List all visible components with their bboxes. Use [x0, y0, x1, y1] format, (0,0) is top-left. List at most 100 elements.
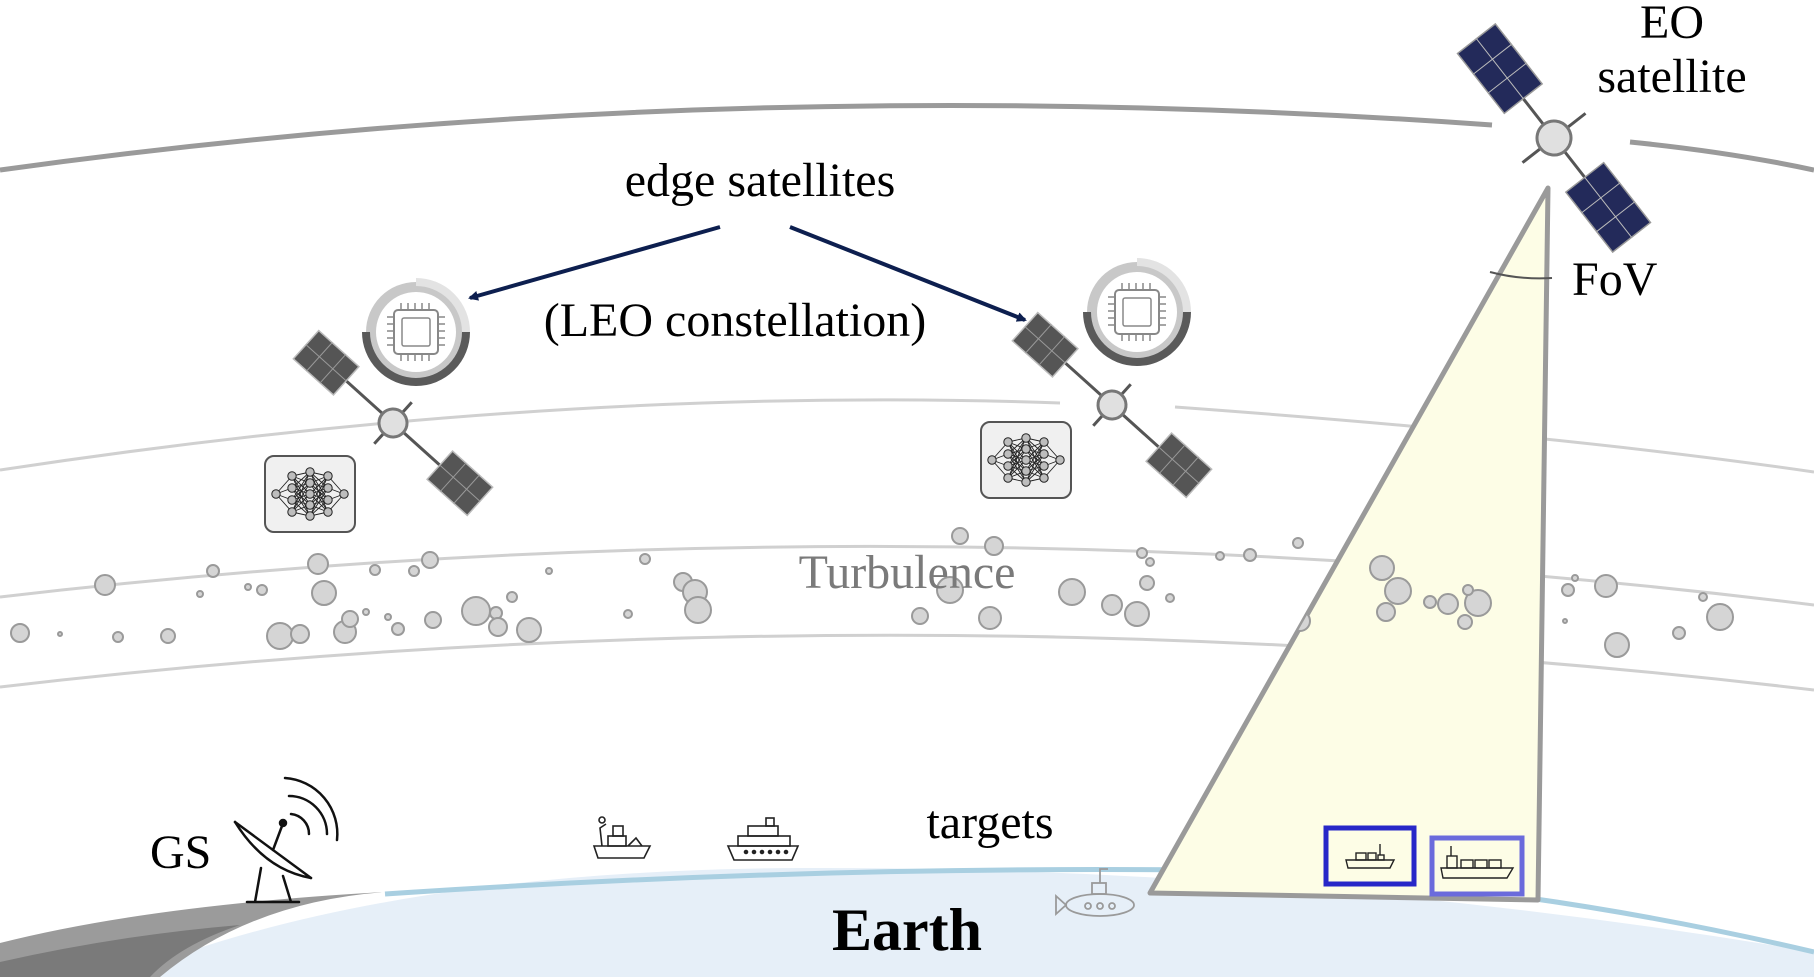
turbulence-bubble [1571, 574, 1579, 582]
turbulence-bubble [244, 583, 252, 591]
turbulence-bubble [10, 623, 30, 643]
turbulence-bubble [160, 628, 176, 644]
processor-chip-icon [362, 278, 470, 387]
turbulence-bubble [489, 606, 503, 620]
eo-orbit-right [1629, 139, 1814, 173]
detection-box-1 [1323, 825, 1417, 887]
turbulence-bubble [1562, 618, 1568, 624]
turbulence-bubble [984, 536, 1004, 556]
fov-cone [1147, 185, 1551, 903]
turbulence-bubble [206, 564, 220, 578]
turbulence-bubble [461, 596, 491, 626]
turbulence-bubbles [10, 527, 1734, 658]
edge-nn-2 [980, 421, 1072, 499]
arrow-to-edge-sat-2 [789, 225, 1027, 322]
fov-bubbles [1289, 555, 1492, 632]
satellite-icon [1011, 311, 1213, 499]
turbulence-bubble [1124, 601, 1150, 627]
turbulence-bubble [684, 596, 712, 624]
turbulence-bubble [94, 574, 116, 596]
satellite-icon [292, 329, 494, 517]
turbulence-bubble [1145, 557, 1155, 567]
detected-ship-2 [1440, 846, 1515, 879]
turbulence-bubble [57, 631, 63, 637]
ground-station-land-mid [0, 925, 240, 977]
turbulence-bubble [1376, 602, 1396, 622]
satellite-icon [1456, 22, 1652, 254]
tugboat-icon [592, 816, 652, 859]
turbulence-bubble [391, 622, 405, 636]
ground-station [233, 776, 339, 904]
turbulence-bubble [516, 617, 542, 643]
turbulence-bubble [307, 553, 329, 575]
gs-label: GS [150, 826, 211, 879]
turbulence-bubble [290, 624, 310, 644]
turbulence-bubble [1706, 603, 1734, 631]
turbulence-bubble [1594, 574, 1618, 598]
orbit-lines [0, 102, 1814, 692]
eo-satellite [1456, 22, 1652, 254]
turbulence-bubble [362, 608, 370, 616]
turbulence-bubble [341, 610, 359, 628]
earth-label: Earth [832, 897, 982, 963]
turbulence-bubble [545, 567, 553, 575]
turbulence-bubble [623, 609, 633, 619]
turbulence-bubble [196, 590, 204, 598]
edge-chip-1 [362, 278, 470, 387]
turbulence-bubble [1437, 593, 1459, 615]
edge-satellite-1 [292, 329, 494, 517]
targets-label: targets [926, 796, 1053, 849]
turbulence-bubble [1561, 583, 1575, 597]
edge-chip-2 [1083, 258, 1191, 367]
cruise-ship-icon [726, 817, 800, 861]
turbulence-bubble [506, 591, 518, 603]
leo-constellation-label: (LEO constellation) [544, 294, 927, 347]
eo-orbit [0, 102, 1493, 173]
edge-nn-1 [264, 455, 356, 533]
turbulence-bubble [369, 564, 381, 576]
turbulence-bubble [488, 617, 508, 637]
turbulence-bubble [1462, 584, 1474, 596]
fov-angle-arc [1489, 271, 1553, 280]
processor-chip-icon [1083, 258, 1191, 367]
turbulence-bubble [1698, 592, 1708, 602]
leo-orbit [0, 398, 1061, 472]
tugboat-target [592, 816, 652, 859]
turbulence-bubble [266, 622, 294, 650]
neural-network-icon [264, 455, 356, 533]
edge-satellites-label: edge satellites [625, 154, 896, 207]
arrow-to-edge-sat-1 [468, 225, 721, 301]
cruise-ship-target [726, 817, 800, 861]
turbulence-bubble [1457, 614, 1473, 630]
submarine-target [1055, 868, 1135, 917]
eo-label-line2: satellite [1597, 50, 1746, 103]
turbulence-bubble [256, 584, 268, 596]
turbulence-bubble [1215, 551, 1225, 561]
turbulence-bubble [1292, 537, 1304, 549]
cargo-ship-icon [1440, 846, 1515, 879]
turbulence-label: Turbulence [799, 546, 1016, 599]
turbulence-bubble [978, 606, 1002, 630]
turbulence-bubble [424, 611, 442, 629]
turbulence-bubble [1672, 626, 1686, 640]
turbulence-bubble [951, 527, 969, 545]
fov-label: FoV [1572, 253, 1658, 306]
ship-icon [1345, 844, 1396, 869]
turbulence-bubble [1369, 555, 1395, 581]
turbulence-bubble [1384, 577, 1412, 605]
turbulence-bubble [421, 551, 439, 569]
fov-beam [1147, 185, 1551, 903]
turbulence-bubble [1604, 632, 1630, 658]
turbulence-bubble [1165, 593, 1175, 603]
eo-label-line1: EO [1640, 0, 1704, 49]
turbulence-bubble [311, 580, 337, 606]
detected-ship-1 [1345, 844, 1396, 869]
turbulence-bubble [384, 613, 392, 621]
earth-surface [120, 867, 1814, 977]
turbulence-bubble [1058, 578, 1086, 606]
turbulence-bubble [1139, 575, 1155, 591]
turbulence-bubble [1423, 595, 1437, 609]
turbulence-bubble [408, 565, 420, 577]
submarine-icon [1055, 868, 1135, 917]
